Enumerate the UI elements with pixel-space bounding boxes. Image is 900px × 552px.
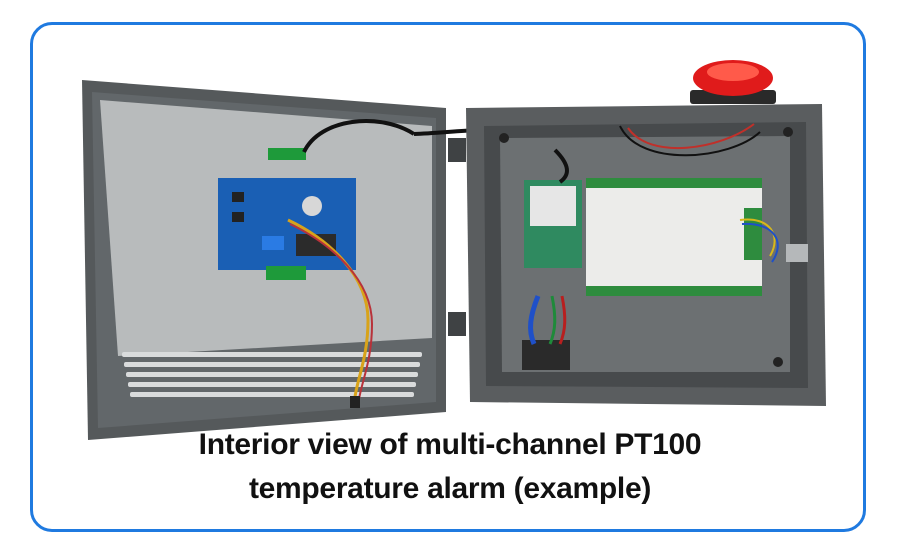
- enclosure-body: [466, 104, 826, 406]
- left-door: [82, 80, 446, 440]
- controller-module: [586, 186, 762, 290]
- pcb-board: [218, 178, 356, 270]
- caption-line-2: temperature alarm (example): [248, 472, 652, 505]
- caption-line-1: Interior view of multi-channel PT100: [198, 428, 702, 461]
- hinge-bottom: [448, 312, 466, 336]
- alarm-beacon: [690, 60, 776, 104]
- hinge-top: [448, 138, 466, 162]
